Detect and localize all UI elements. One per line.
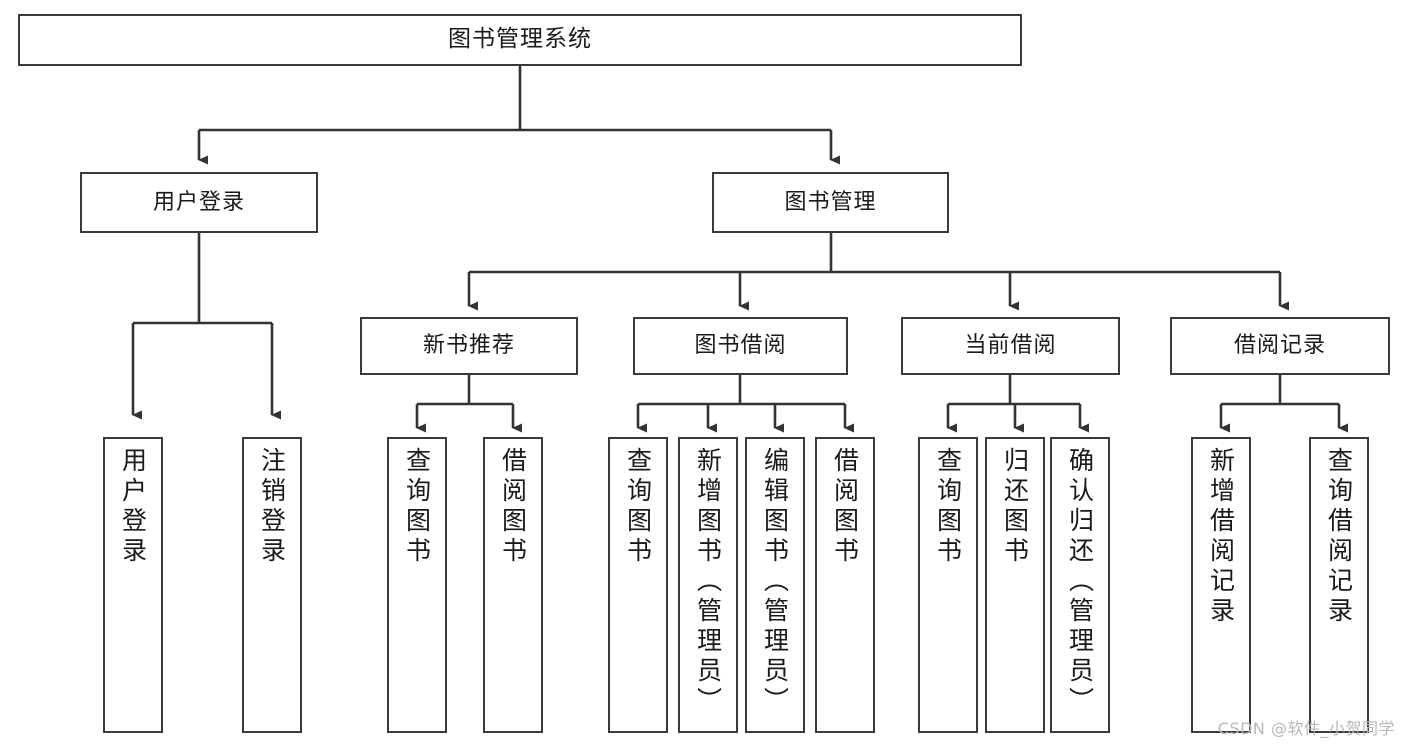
node-leaf-return-book[interactable]: 归还图书: [985, 437, 1045, 733]
node-book-borrow[interactable]: 图书借阅: [633, 317, 848, 375]
node-leaf-add-record[interactable]: 新增借阅记录: [1191, 437, 1251, 733]
node-borrow-record[interactable]: 借阅记录: [1170, 317, 1390, 375]
node-leaf-return-book-label: 归还图书: [1000, 447, 1030, 567]
node-root-label: 图书管理系统: [448, 26, 592, 53]
edges-userlogin-to-leaves: [131, 233, 281, 420]
node-book-management[interactable]: 图书管理: [712, 172, 949, 233]
edges-bookborrow-to-leaves: [636, 375, 854, 433]
node-new-book-recommend-label: 新书推荐: [422, 333, 515, 359]
node-leaf-query-book-1-label: 查询图书: [402, 447, 432, 567]
node-leaf-query-book-3-label: 查询图书: [933, 447, 963, 567]
node-root[interactable]: 图书管理系统: [18, 14, 1022, 66]
node-leaf-query-book-3[interactable]: 查询图书: [918, 437, 978, 733]
node-leaf-query-book-1[interactable]: 查询图书: [387, 437, 447, 733]
node-leaf-borrow-book-2[interactable]: 借阅图书: [815, 437, 875, 733]
node-leaf-user-login-label: 用户登录: [118, 447, 148, 567]
node-leaf-add-record-label: 新增借阅记录: [1206, 447, 1236, 627]
node-leaf-borrow-book-1[interactable]: 借阅图书: [483, 437, 543, 733]
node-new-book-recommend[interactable]: 新书推荐: [360, 317, 578, 375]
node-user-login-label: 用户登录: [152, 189, 245, 215]
node-leaf-add-book[interactable]: 新增图书（管理员）: [678, 437, 738, 733]
node-leaf-query-book-2-label: 查询图书: [623, 447, 653, 567]
node-leaf-add-book-label: 新增图书（管理员）: [693, 447, 723, 717]
node-leaf-confirm-return-label: 确认归还（管理员）: [1065, 447, 1095, 717]
node-leaf-query-record-label: 查询借阅记录: [1324, 447, 1354, 627]
node-leaf-query-book-2[interactable]: 查询图书: [608, 437, 668, 733]
node-current-borrow-label: 当前借阅: [964, 333, 1057, 359]
node-leaf-query-record[interactable]: 查询借阅记录: [1309, 437, 1369, 733]
node-book-management-label: 图书管理: [784, 189, 877, 215]
node-leaf-borrow-book-2-label: 借阅图书: [830, 447, 860, 567]
node-current-borrow[interactable]: 当前借阅: [901, 317, 1120, 375]
watermark-text: CSDN @软件_小贺同学: [1217, 719, 1395, 738]
node-leaf-logout-login-label: 注销登录: [257, 447, 287, 567]
edges-newbook-to-leaves: [415, 375, 522, 433]
edges-borrowrecord-to-leaves: [1219, 375, 1348, 433]
node-leaf-edit-book[interactable]: 编辑图书（管理员）: [745, 437, 805, 733]
edges-currentborrow-to-leaves: [946, 375, 1089, 433]
node-borrow-record-label: 借阅记录: [1233, 333, 1326, 359]
node-leaf-edit-book-label: 编辑图书（管理员）: [760, 447, 790, 717]
edges-root-to-level2: [197, 66, 840, 165]
node-leaf-user-login[interactable]: 用户登录: [103, 437, 163, 733]
node-leaf-logout-login[interactable]: 注销登录: [242, 437, 302, 733]
node-leaf-borrow-book-1-label: 借阅图书: [498, 447, 528, 567]
node-user-login[interactable]: 用户登录: [80, 172, 318, 233]
node-leaf-confirm-return[interactable]: 确认归还（管理员）: [1050, 437, 1110, 733]
node-book-borrow-label: 图书借阅: [694, 333, 787, 359]
edges-bookmgmt-to-level3: [467, 233, 1289, 311]
